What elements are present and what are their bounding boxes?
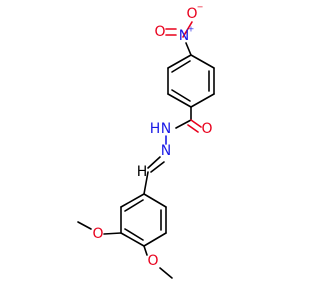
atom-nitro-o: O	[154, 24, 165, 40]
ring1-bond-1	[190, 54, 215, 69]
atom-hydrazide-n: N	[161, 121, 171, 137]
atom-nitro-n: N	[179, 28, 189, 44]
ring1-bond-6-inner	[171, 60, 191, 73]
ring1-bond-4-inner	[171, 89, 191, 102]
ring2-bond-4	[120, 232, 145, 247]
atom-nitro-o-minus: O	[186, 6, 197, 22]
bond-nitro-n-ring	[185, 42, 192, 56]
ring2-bond-1	[143, 193, 167, 208]
atom-methoxy-o-1: O	[92, 226, 103, 242]
atom-hydrazide-h: H	[150, 121, 161, 137]
molecule-structure: N + O − O O N H N H O O	[77, 3, 215, 279]
ring2-bond-4-inner	[124, 228, 144, 241]
ring2-bond-3	[143, 232, 167, 247]
bond-ring-o-methoxy-2	[143, 245, 148, 256]
bond-n-ch-2	[150, 161, 165, 173]
ring1-bond-4	[167, 93, 192, 108]
bond-carbonyl-c-n	[175, 119, 192, 129]
ring1-bond-3	[190, 93, 215, 108]
bonds	[77, 21, 215, 279]
ring1-bond-6	[167, 54, 192, 69]
ring2-bond-6	[120, 193, 145, 208]
bond-carbonyl-c-o-2	[187, 124, 199, 133]
bond-ch-ring	[143, 171, 149, 195]
atom-amide-o: O	[201, 121, 212, 137]
atom-methoxy-o-2: O	[147, 253, 158, 269]
bond-ring-o-methoxy-1	[103, 232, 122, 235]
bond-n-ch-1	[147, 156, 161, 169]
bond-nitro-n-o-minus	[182, 21, 193, 38]
ring2-bond-6-inner	[124, 199, 144, 212]
charge-minus: −	[197, 3, 204, 12]
bond-o-me-2	[159, 267, 173, 279]
atom-imine-n: N	[161, 143, 171, 159]
bond-carbonyl-c-o-1	[190, 119, 202, 128]
atom-labels: N + O − O O N H N H O O	[92, 3, 212, 270]
charge-plus: +	[188, 25, 195, 34]
bond-o-me-1	[77, 221, 92, 230]
atom-imine-h: H	[137, 164, 148, 180]
